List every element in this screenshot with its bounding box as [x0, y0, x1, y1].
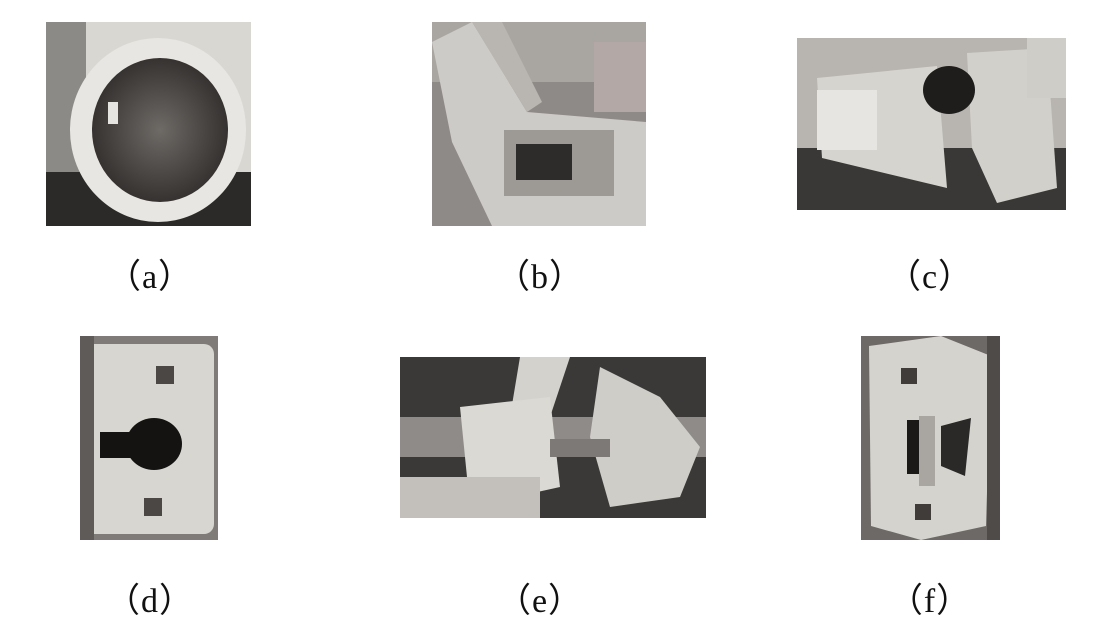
photo-f — [861, 336, 1000, 540]
caption-d: （d） — [106, 583, 194, 620]
caption-c: （c） — [886, 259, 974, 296]
caption-f: （f） — [888, 583, 972, 620]
caption-b: （b） — [496, 259, 584, 296]
photo-b — [432, 22, 646, 226]
photo-e — [400, 357, 706, 518]
caption-a: （a） — [106, 259, 194, 296]
caption-e: （e） — [496, 583, 584, 620]
photo-d — [80, 336, 218, 540]
photo-a — [46, 22, 251, 226]
photo-c — [797, 38, 1066, 210]
